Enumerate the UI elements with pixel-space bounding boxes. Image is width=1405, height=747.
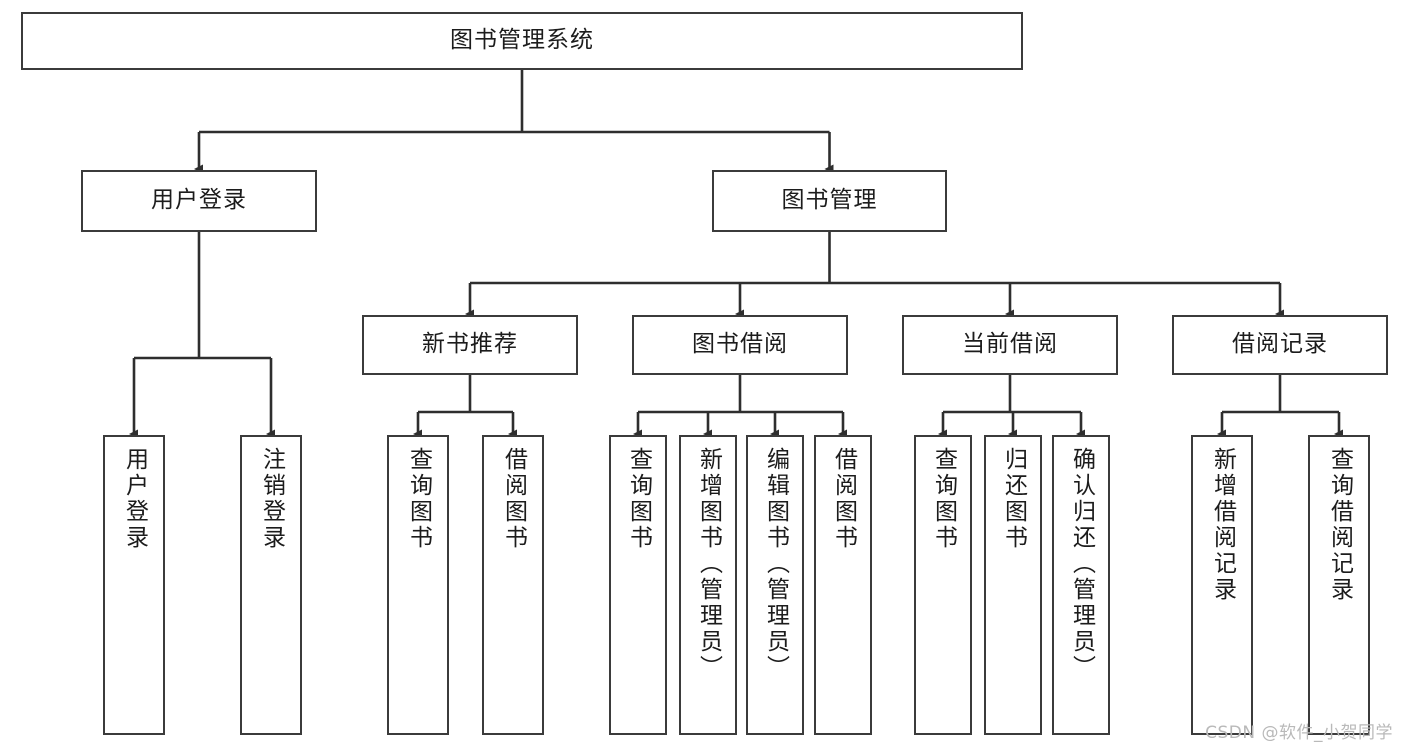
edges-group (129, 70, 1343, 439)
node-leaf-user-logout[interactable]: 注销登录 (240, 435, 302, 735)
node-label: 用户登录 (121, 447, 148, 551)
node-label: 查询图书 (930, 447, 957, 551)
node-label: 借阅图书 (500, 447, 527, 551)
node-leaf-confirm-return[interactable]: 确认归还（管理员） (1052, 435, 1110, 735)
node-label: 查询图书 (625, 447, 652, 551)
node-label: 新增图书（管理员） (695, 447, 722, 681)
node-leaf-borrow-query[interactable]: 查询图书 (609, 435, 667, 735)
node-current-borrow[interactable]: 当前借阅 (902, 315, 1118, 375)
node-label: 编辑图书（管理员） (762, 447, 789, 681)
node-leaf-record-query[interactable]: 查询借阅记录 (1308, 435, 1370, 735)
node-book-borrow[interactable]: 图书借阅 (632, 315, 848, 375)
node-label: 借阅记录 (1232, 331, 1328, 358)
node-user-login[interactable]: 用户登录 (81, 170, 317, 232)
node-leaf-cur-query[interactable]: 查询图书 (914, 435, 972, 735)
node-label: 确认归还（管理员） (1068, 447, 1095, 681)
node-leaf-book-add[interactable]: 新增图书（管理员） (679, 435, 737, 735)
node-leaf-record-add[interactable]: 新增借阅记录 (1191, 435, 1253, 735)
node-label: 新增借阅记录 (1209, 447, 1236, 603)
csdn-watermark: CSDN @软件_小贺同学 (1205, 723, 1393, 743)
node-leaf-borrow-book[interactable]: 借阅图书 (814, 435, 872, 735)
node-leaf-rec-query[interactable]: 查询图书 (387, 435, 449, 735)
node-leaf-book-edit[interactable]: 编辑图书（管理员） (746, 435, 804, 735)
node-label: 注销登录 (258, 447, 285, 551)
node-label: 新书推荐 (422, 331, 518, 358)
node-label: 图书借阅 (692, 331, 788, 358)
node-leaf-rec-borrow[interactable]: 借阅图书 (482, 435, 544, 735)
node-label: 图书管理 (781, 187, 878, 214)
node-label: 借阅图书 (830, 447, 857, 551)
node-label: 当前借阅 (962, 331, 1058, 358)
node-borrow-record[interactable]: 借阅记录 (1172, 315, 1388, 375)
node-label: 归还图书 (1000, 447, 1027, 551)
node-label: 查询借阅记录 (1326, 447, 1353, 603)
node-label: 用户登录 (151, 187, 247, 214)
node-root[interactable]: 图书管理系统 (21, 12, 1023, 70)
node-new-book-rec[interactable]: 新书推荐 (362, 315, 578, 375)
node-label: 查询图书 (405, 447, 432, 551)
node-label: 图书管理系统 (450, 27, 594, 54)
node-leaf-user-login[interactable]: 用户登录 (103, 435, 165, 735)
node-book-manage[interactable]: 图书管理 (712, 170, 947, 232)
node-leaf-return-book[interactable]: 归还图书 (984, 435, 1042, 735)
